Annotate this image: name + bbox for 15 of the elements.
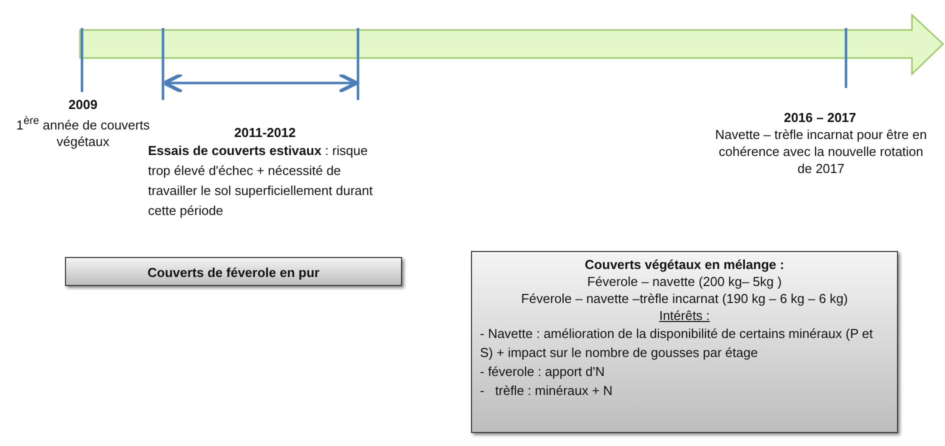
box-heading: Couverts de féverole en pur xyxy=(146,264,320,281)
bullet-text: - trèfle : minéraux + N xyxy=(480,382,614,400)
text-box xyxy=(65,257,402,286)
box-subheading: Intérêts : xyxy=(658,307,711,324)
box-text: Féverole – navette (200 kg– 5kg ) xyxy=(586,273,783,290)
bullet-text: - Navette : amélioration de la disponibilité de certains minéraux (P et S) + impact sur le nombre de gousses par étage xyxy=(480,325,874,362)
milestone-text: Essais de couverts estivaux : risque trop élevé d'échec + nécessité de travailler le sol superficiellement durant cette période xyxy=(148,142,374,220)
year-label: 2009 xyxy=(68,96,98,113)
bullet-text: - féverole : apport d'N xyxy=(480,363,606,381)
box-text: Féverole – navette –trèfle incarnat (190 kg – 6 kg – 6 kg) xyxy=(520,290,849,307)
year-label: 2011-2012 xyxy=(233,124,297,141)
box-heading: Couverts végétaux en mélange : xyxy=(584,256,786,273)
year-label: 2016 – 2017 xyxy=(782,109,858,126)
milestone-text: Navette – trèfle incarnat pour être en cohérence avec la nouvelle rotation de 2017 xyxy=(714,126,928,177)
text-box xyxy=(471,251,898,433)
